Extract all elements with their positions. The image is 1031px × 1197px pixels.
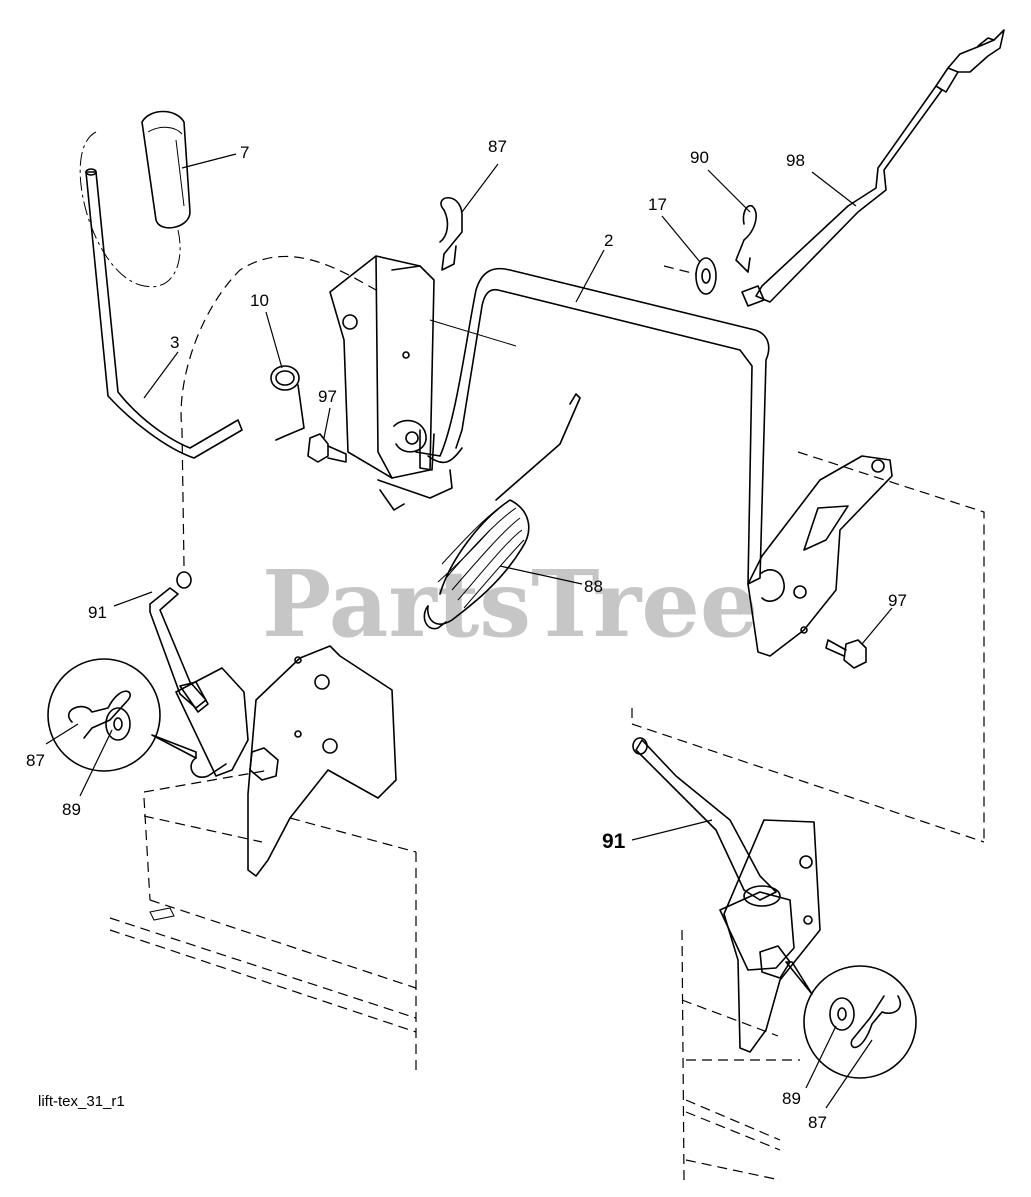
- part-90-hairpin-clip: [735, 204, 757, 273]
- phantom-handle-path: [79, 131, 181, 288]
- callout-2: 2: [604, 231, 613, 250]
- part-98-lift-rod: [741, 29, 1005, 307]
- part-87-hairpin-clip-top: [439, 197, 463, 271]
- part-2-lift-shaft: [415, 267, 770, 585]
- part-97-bolt-left: [307, 433, 347, 463]
- part-10-torsion-spring: [270, 365, 305, 441]
- part-97-bolt-right: [825, 639, 867, 669]
- callout-89-left: 89: [62, 800, 81, 819]
- detail-circle-left: [47, 658, 197, 772]
- right-lift-bracket: [747, 455, 893, 657]
- callout-97-right: 97: [888, 591, 907, 610]
- callout-98: 98: [786, 151, 805, 170]
- part-91-lift-link-left: [149, 571, 209, 713]
- part-88-extension-spring: [423, 393, 581, 630]
- part-3-lift-lever: [85, 168, 243, 459]
- phantom-link-path: [180, 255, 377, 567]
- left-deck-bracket: [175, 645, 397, 877]
- callout-87-left: 87: [26, 751, 45, 770]
- drawing-id: lift-tex_31_r1: [38, 1093, 125, 1110]
- callout-10: 10: [250, 291, 269, 310]
- part-7-handle-grip: [141, 110, 191, 229]
- callout-87-right: 87: [808, 1113, 827, 1132]
- callout-17: 17: [648, 195, 667, 214]
- part-91-lift-link-right: [632, 737, 781, 907]
- mower-deck-left: [109, 769, 417, 1070]
- right-deck-bracket: [719, 819, 821, 1053]
- mower-deck-right: [681, 929, 800, 1181]
- callout-91-left: 91: [88, 603, 107, 622]
- callout-97-left: 97: [318, 387, 337, 406]
- callout-7: 7: [240, 143, 249, 162]
- part-17-washer: [663, 257, 717, 295]
- callout-87-top: 87: [488, 137, 507, 156]
- callout-88: 88: [584, 577, 603, 596]
- callouts: 7 87 90 98 17 2 10 3 97 88 91 97 87 89 9…: [26, 137, 907, 1132]
- detail-circle-right: [785, 961, 917, 1079]
- phantom-outline-right: [631, 451, 985, 843]
- lift-bracket: [329, 255, 453, 511]
- callout-91-right: 91: [602, 830, 626, 853]
- leader-lines: [45, 153, 893, 1109]
- callout-90: 90: [690, 148, 709, 167]
- callout-3: 3: [170, 333, 179, 352]
- callout-89-right: 89: [782, 1089, 801, 1108]
